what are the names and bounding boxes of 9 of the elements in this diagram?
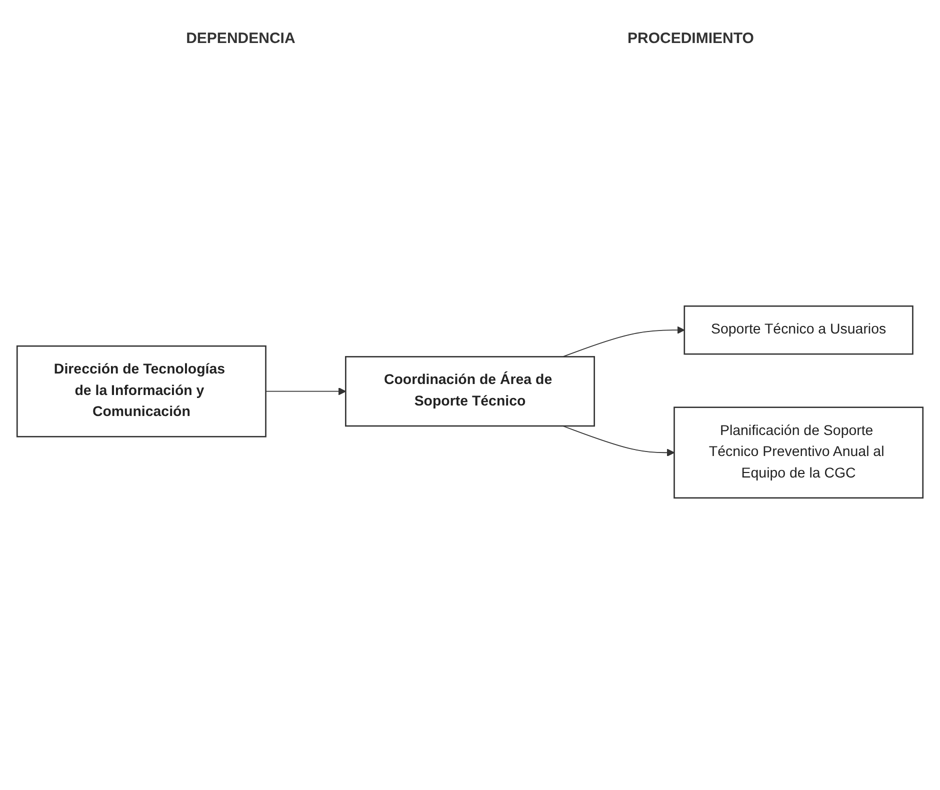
node-box: Soporte Técnico a Usuarios	[684, 305, 914, 355]
column-heading: DEPENDENCIA	[186, 30, 296, 47]
arrow	[562, 326, 685, 358]
column-heading: PROCEDIMIENTO	[627, 30, 754, 47]
arrow	[265, 387, 346, 396]
node-box: Dirección de Tecnologías de la Información y Comunicación	[16, 345, 266, 438]
node-box: Planificación de Soporte Técnico Preventivo Anual al Equipo de la CGC	[674, 406, 924, 499]
arrow	[562, 426, 675, 457]
node-box: Coordinación de Área de Soporte Técnico	[345, 356, 595, 427]
